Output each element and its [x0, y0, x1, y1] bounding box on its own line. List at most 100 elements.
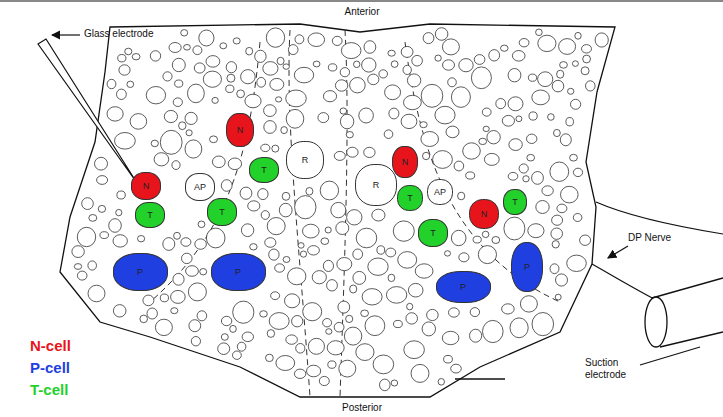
small-neuron — [560, 62, 568, 69]
small-neuron — [391, 380, 398, 386]
small-neuron — [459, 59, 473, 72]
small-neuron — [327, 280, 338, 291]
small-neuron — [385, 85, 401, 100]
small-neuron — [570, 154, 578, 161]
small-neuron — [421, 132, 439, 147]
small-neuron — [189, 320, 201, 332]
part-label: Suction electrode — [585, 357, 645, 380]
small-neuron — [573, 214, 582, 222]
small-neuron — [336, 222, 349, 235]
small-neuron — [559, 39, 576, 55]
small-neuron — [346, 132, 353, 138]
cell-label: T — [430, 229, 436, 238]
small-neuron — [415, 264, 433, 278]
neuron-cell: AP — [185, 173, 215, 201]
small-neuron — [471, 67, 491, 89]
small-neuron — [95, 157, 108, 170]
small-neuron — [138, 236, 145, 242]
cell-label: AP — [194, 183, 206, 192]
small-neuron — [147, 308, 157, 319]
small-neuron — [575, 32, 581, 39]
small-neuron — [194, 63, 205, 73]
small-neuron — [185, 112, 197, 124]
small-neuron — [388, 274, 395, 281]
cell-label: N — [402, 158, 409, 167]
small-neuron — [442, 39, 459, 55]
leader-line — [640, 347, 700, 365]
neuron-cell: T — [503, 189, 527, 215]
small-neuron — [82, 198, 94, 210]
small-neuron — [487, 131, 500, 144]
small-neuron — [581, 67, 589, 75]
small-neuron — [107, 107, 123, 121]
small-neuron — [478, 246, 496, 264]
small-neuron — [347, 147, 358, 157]
small-neuron — [233, 351, 242, 359]
small-neuron — [510, 318, 528, 338]
small-neuron — [109, 219, 122, 233]
small-neuron — [446, 126, 459, 138]
small-neuron — [171, 290, 186, 303]
small-neuron — [435, 106, 455, 124]
small-neuron — [580, 235, 591, 245]
part-label: DP Nerve — [628, 232, 671, 244]
small-neuron — [483, 320, 504, 342]
small-neuron — [551, 228, 563, 239]
small-neuron — [451, 230, 466, 245]
small-neuron — [303, 224, 320, 238]
cell-label: R — [302, 156, 309, 165]
cell-label: T — [219, 208, 225, 217]
packet-boundary — [405, 42, 560, 302]
small-neuron — [198, 221, 205, 228]
small-neuron — [276, 356, 295, 371]
small-neuron — [237, 342, 246, 351]
glass-electrode — [38, 39, 137, 183]
small-neuron — [470, 308, 479, 317]
small-neuron — [479, 138, 487, 144]
neuron-cell: R — [355, 164, 397, 206]
small-neuron — [171, 308, 178, 314]
small-neuron — [185, 140, 202, 158]
small-neuron — [420, 122, 427, 128]
nerve-edge — [592, 264, 660, 302]
small-neuron — [346, 315, 353, 322]
small-neuron — [362, 289, 382, 305]
small-neuron — [332, 36, 342, 45]
neuron-cell: N — [131, 172, 161, 200]
ganglion-outline — [60, 24, 615, 397]
small-neuron — [279, 203, 292, 217]
small-neuron — [470, 329, 482, 342]
small-neuron — [508, 97, 523, 111]
small-neuron — [552, 241, 559, 248]
small-neuron — [140, 315, 148, 323]
small-neuron — [265, 238, 276, 248]
small-neuron — [337, 258, 352, 271]
small-neuron — [97, 176, 108, 185]
small-neuron — [519, 39, 529, 47]
small-neuron — [206, 56, 220, 68]
small-neuron — [406, 313, 418, 324]
small-neuron — [206, 228, 225, 248]
small-neuron — [172, 58, 185, 71]
small-neuron — [354, 61, 360, 68]
neuron-cell: T — [207, 198, 237, 226]
small-neuron — [181, 30, 188, 36]
cell-label: T — [261, 166, 267, 175]
cell-label: N — [481, 210, 488, 219]
small-neuron — [380, 379, 391, 391]
small-neuron — [379, 70, 388, 78]
small-neuron — [143, 295, 154, 306]
small-neuron — [263, 62, 278, 76]
cell-label: T — [512, 198, 518, 207]
small-neuron — [492, 237, 500, 244]
small-neuron — [340, 114, 353, 129]
small-neuron — [115, 133, 136, 150]
small-neuron — [350, 78, 366, 93]
small-neuron — [560, 134, 571, 146]
small-neuron — [130, 114, 147, 130]
small-neuron — [118, 55, 126, 62]
small-neuron — [356, 344, 374, 361]
small-neuron — [484, 153, 499, 165]
small-neuron — [408, 283, 423, 297]
small-neuron — [527, 154, 535, 161]
